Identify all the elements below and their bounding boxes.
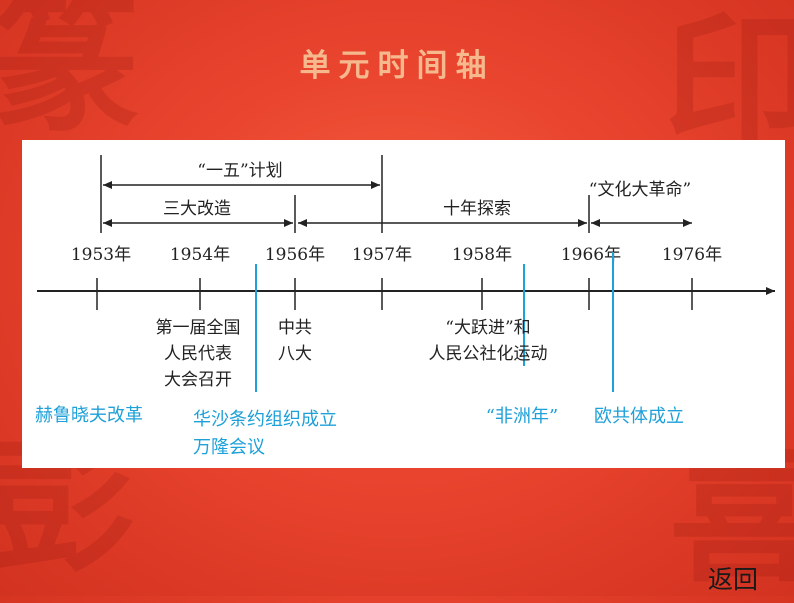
period-label-ten-year-exploration: 十年探索 (443, 199, 511, 219)
page-title: 单元时间轴 (299, 48, 495, 84)
year-label-1957: 1957年 (352, 245, 412, 265)
world-event-bandung-conference: 万隆会议 (193, 437, 265, 458)
period-label-three-transformations: 三大改造 (163, 199, 231, 219)
timeline-diagram: “一五”计划 三大改造 十年探索 “文化大革命” 1953年 1954年 195… (35, 155, 775, 458)
event-first-npc-line-1: 第一届全国 (156, 318, 241, 338)
year-label-1953: 1953年 (71, 245, 131, 265)
timeline-panel: “一五”计划 三大改造 十年探索 “文化大革命” 1953年 1954年 195… (22, 140, 785, 468)
event-great-leap-line-2: 人民公社化运动 (429, 344, 548, 364)
year-label-1958: 1958年 (452, 245, 512, 265)
world-event-khrushchev-reform: 赫鲁晓夫改革 (35, 405, 143, 426)
event-cpc-eighth-line-2: 八大 (278, 344, 312, 364)
world-event-ec-founded: 欧共体成立 (594, 406, 684, 427)
event-first-npc-line-2: 人民代表 (164, 344, 232, 364)
decorative-seal-top-right: 印 (663, 0, 794, 173)
year-label-1976: 1976年 (662, 245, 722, 265)
event-first-npc-line-3: 大会召开 (164, 370, 232, 390)
period-label-cultural-revolution: “文化大革命” (589, 180, 691, 200)
event-great-leap-line-1: “大跃进”和 (445, 318, 530, 338)
world-event-africa-year: “非洲年” (486, 406, 558, 427)
year-label-1966: 1966年 (561, 245, 621, 265)
period-label-five-year-plan: “一五”计划 (197, 161, 282, 181)
year-label-1956: 1956年 (265, 245, 325, 265)
world-event-warsaw-pact: 华沙条约组织成立 (193, 409, 337, 430)
back-button[interactable]: 返回 (708, 565, 759, 594)
year-label-1954: 1954年 (170, 245, 230, 265)
event-cpc-eighth-line-1: 中共 (278, 318, 312, 338)
